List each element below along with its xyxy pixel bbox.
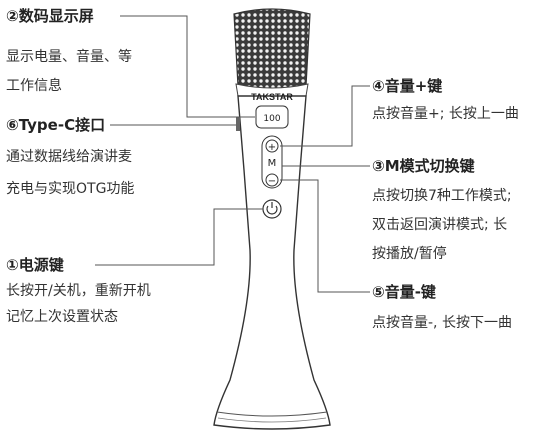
callout-mode-line2: 双击返回演讲模式; 长 xyxy=(372,217,508,233)
callout-display-line1: 显示电量、音量、等 xyxy=(6,49,132,65)
leader-vol-down xyxy=(280,179,370,293)
callout-power-line2: 记忆上次设置状态 xyxy=(6,309,118,325)
mode-button: M xyxy=(268,158,277,169)
callout-mode-title: ③M模式切换键 xyxy=(372,157,475,175)
callout-vol-up-line1: 点按音量+; 长按上一曲 xyxy=(372,106,519,122)
mic-body xyxy=(213,95,331,430)
volume-up-button xyxy=(265,139,279,153)
callout-typec-line2: 充电与实现OTG功能 xyxy=(6,181,135,197)
brand-logo: TAKSTAR xyxy=(251,92,293,102)
callout-vol-down-line1: 点按音量-, 长按下一曲 xyxy=(372,315,512,331)
svg-text:+: + xyxy=(268,142,276,153)
grille-head xyxy=(233,8,311,90)
svg-text:−: − xyxy=(268,176,276,187)
leader-display xyxy=(120,15,255,118)
typec-port xyxy=(236,117,240,131)
display-screen xyxy=(255,105,289,129)
callout-vol-down-title: ⑤音量-键 xyxy=(372,283,436,301)
callout-power-line1: 长按开/关机，重新开机 xyxy=(6,283,151,299)
callout-power-title: ①电源键 xyxy=(6,256,64,274)
callout-mode-line1: 点按切换7种工作模式; xyxy=(372,188,512,204)
callout-vol-up-title: ④音量+键 xyxy=(372,77,443,95)
volume-down-button xyxy=(265,173,279,187)
callout-mode-line3: 按播放/暂停 xyxy=(372,246,447,262)
display-reading: 100 xyxy=(263,114,280,124)
leader-power xyxy=(95,208,263,266)
callout-typec-line1: 通过数据线给演讲麦 xyxy=(6,149,132,165)
callout-typec-title: ⑥Type-C接口 xyxy=(6,116,106,134)
leader-vol-up xyxy=(280,85,370,147)
callout-display-title: ②数码显示屏 xyxy=(6,7,94,25)
callout-display-line2: 工作信息 xyxy=(6,78,62,94)
